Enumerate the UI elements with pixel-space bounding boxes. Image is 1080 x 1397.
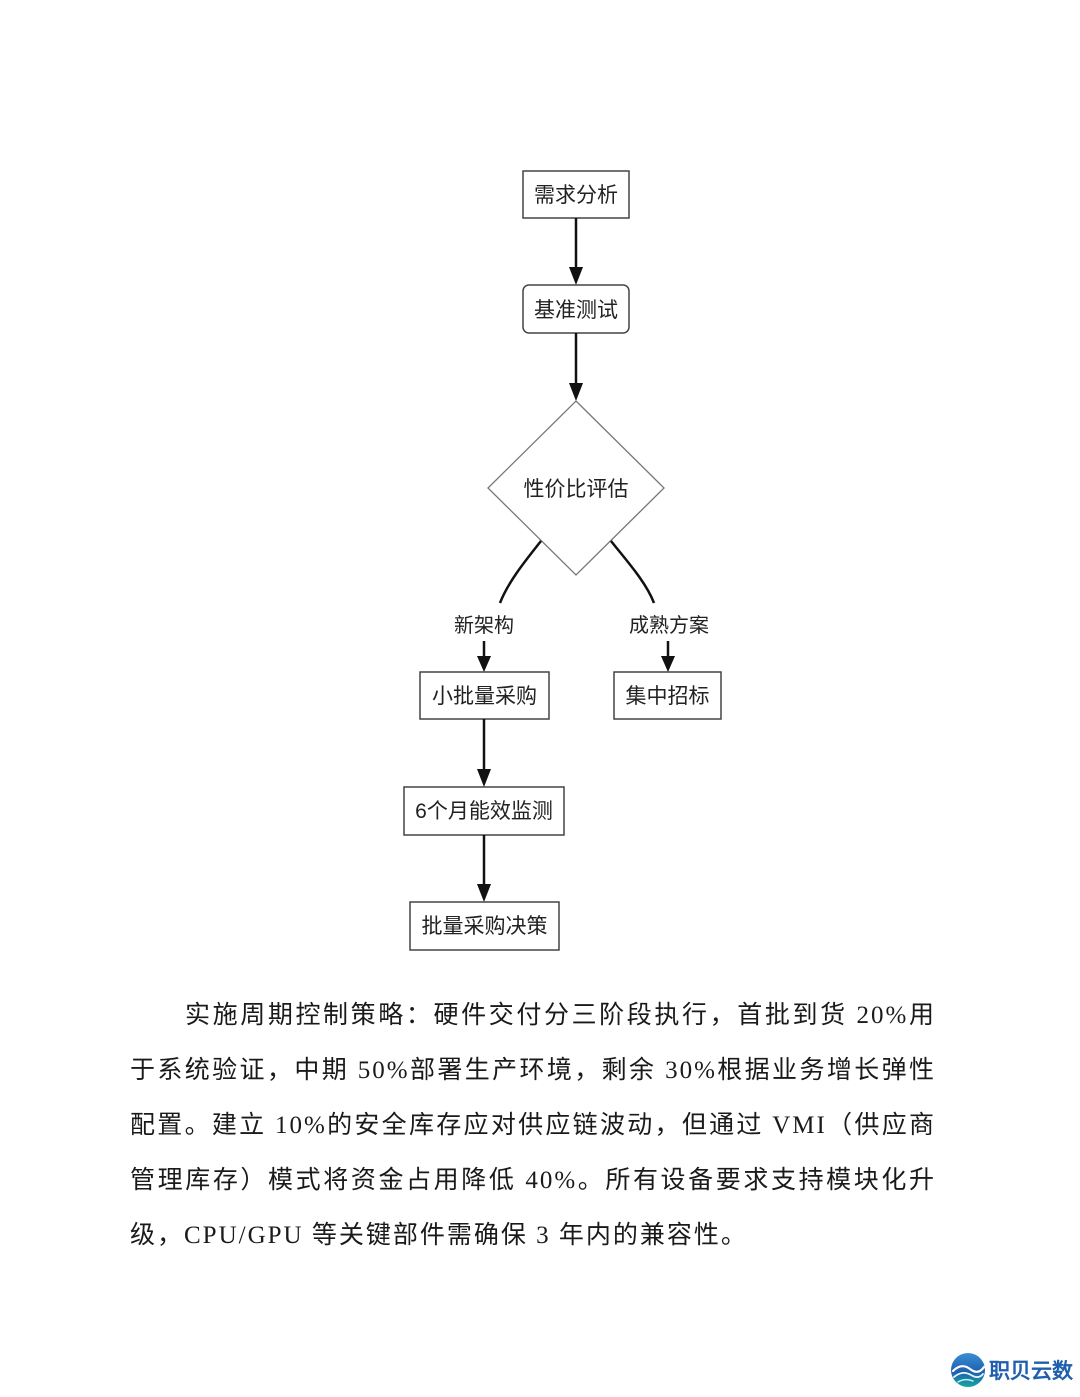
edge-mature-solution-label: 成熟方案: [629, 614, 709, 637]
edge-new-architecture-label: 新架构: [454, 614, 514, 637]
arrow-monitoring-to-decision-head: [477, 884, 491, 902]
wave-globe-icon: [951, 1353, 986, 1387]
node-batch-decision-label: 批量采购决策: [422, 915, 548, 938]
arrow-small-batch-to-monitoring-head: [477, 769, 491, 787]
brand-logo-text: 职贝云数: [989, 1360, 1073, 1383]
node-small-batch-box: [419, 671, 550, 720]
node-evaluation-diamond: [487, 400, 665, 576]
arrow-benchmark-to-evaluation-head: [569, 383, 583, 401]
edge-new-architecture-head: [477, 656, 491, 672]
node-monitoring-box: [403, 786, 565, 836]
paragraph-line: 于系统验证，中期 50%部署生产环境，剩余 30%根据业务增长弹性: [130, 1057, 936, 1084]
edge-new-architecture-curve: [498, 540, 542, 604]
node-benchmark-label: 基准测试: [534, 299, 618, 322]
node-monitoring-label: 6个月能效监测: [415, 800, 553, 823]
node-evaluation-label: 性价比评估: [524, 478, 629, 501]
node-central-bidding-label: 集中招标: [626, 685, 710, 708]
brand-logo: 职贝云数: [950, 1351, 1073, 1389]
paragraph-line: 管理库存）模式将资金占用降低 40%。所有设备要求支持模块化升: [130, 1167, 936, 1194]
body-paragraph: 实施周期控制策略：硬件交付分三阶段执行，首批到货 20%用 于系统验证，中期 5…: [130, 988, 936, 1263]
node-demand-analysis-box: [522, 170, 630, 219]
paragraph-line: 配置。建立 10%的安全库存应对供应链波动，但通过 VMI（供应商: [130, 1112, 936, 1139]
edge-mature-solution-head: [661, 656, 675, 672]
arrow-demand-to-benchmark-head: [569, 267, 583, 285]
paragraph-line: 级，CPU/GPU 等关键部件需确保 3 年内的兼容性。: [130, 1222, 748, 1249]
edge-mature-solution-curve: [610, 540, 656, 604]
node-central-bidding-box: [613, 671, 722, 720]
procurement-flowchart: 需求分析 基准测试 性价比评估 新架构 成熟方案 小批量采购 集中招标: [403, 170, 722, 951]
node-small-batch-label: 小批量采购: [432, 685, 537, 708]
node-demand-analysis-label: 需求分析: [534, 184, 618, 207]
node-batch-decision-box: [409, 901, 560, 951]
paragraph-line: 实施周期控制策略：硬件交付分三阶段执行，首批到货 20%用: [185, 1002, 936, 1029]
